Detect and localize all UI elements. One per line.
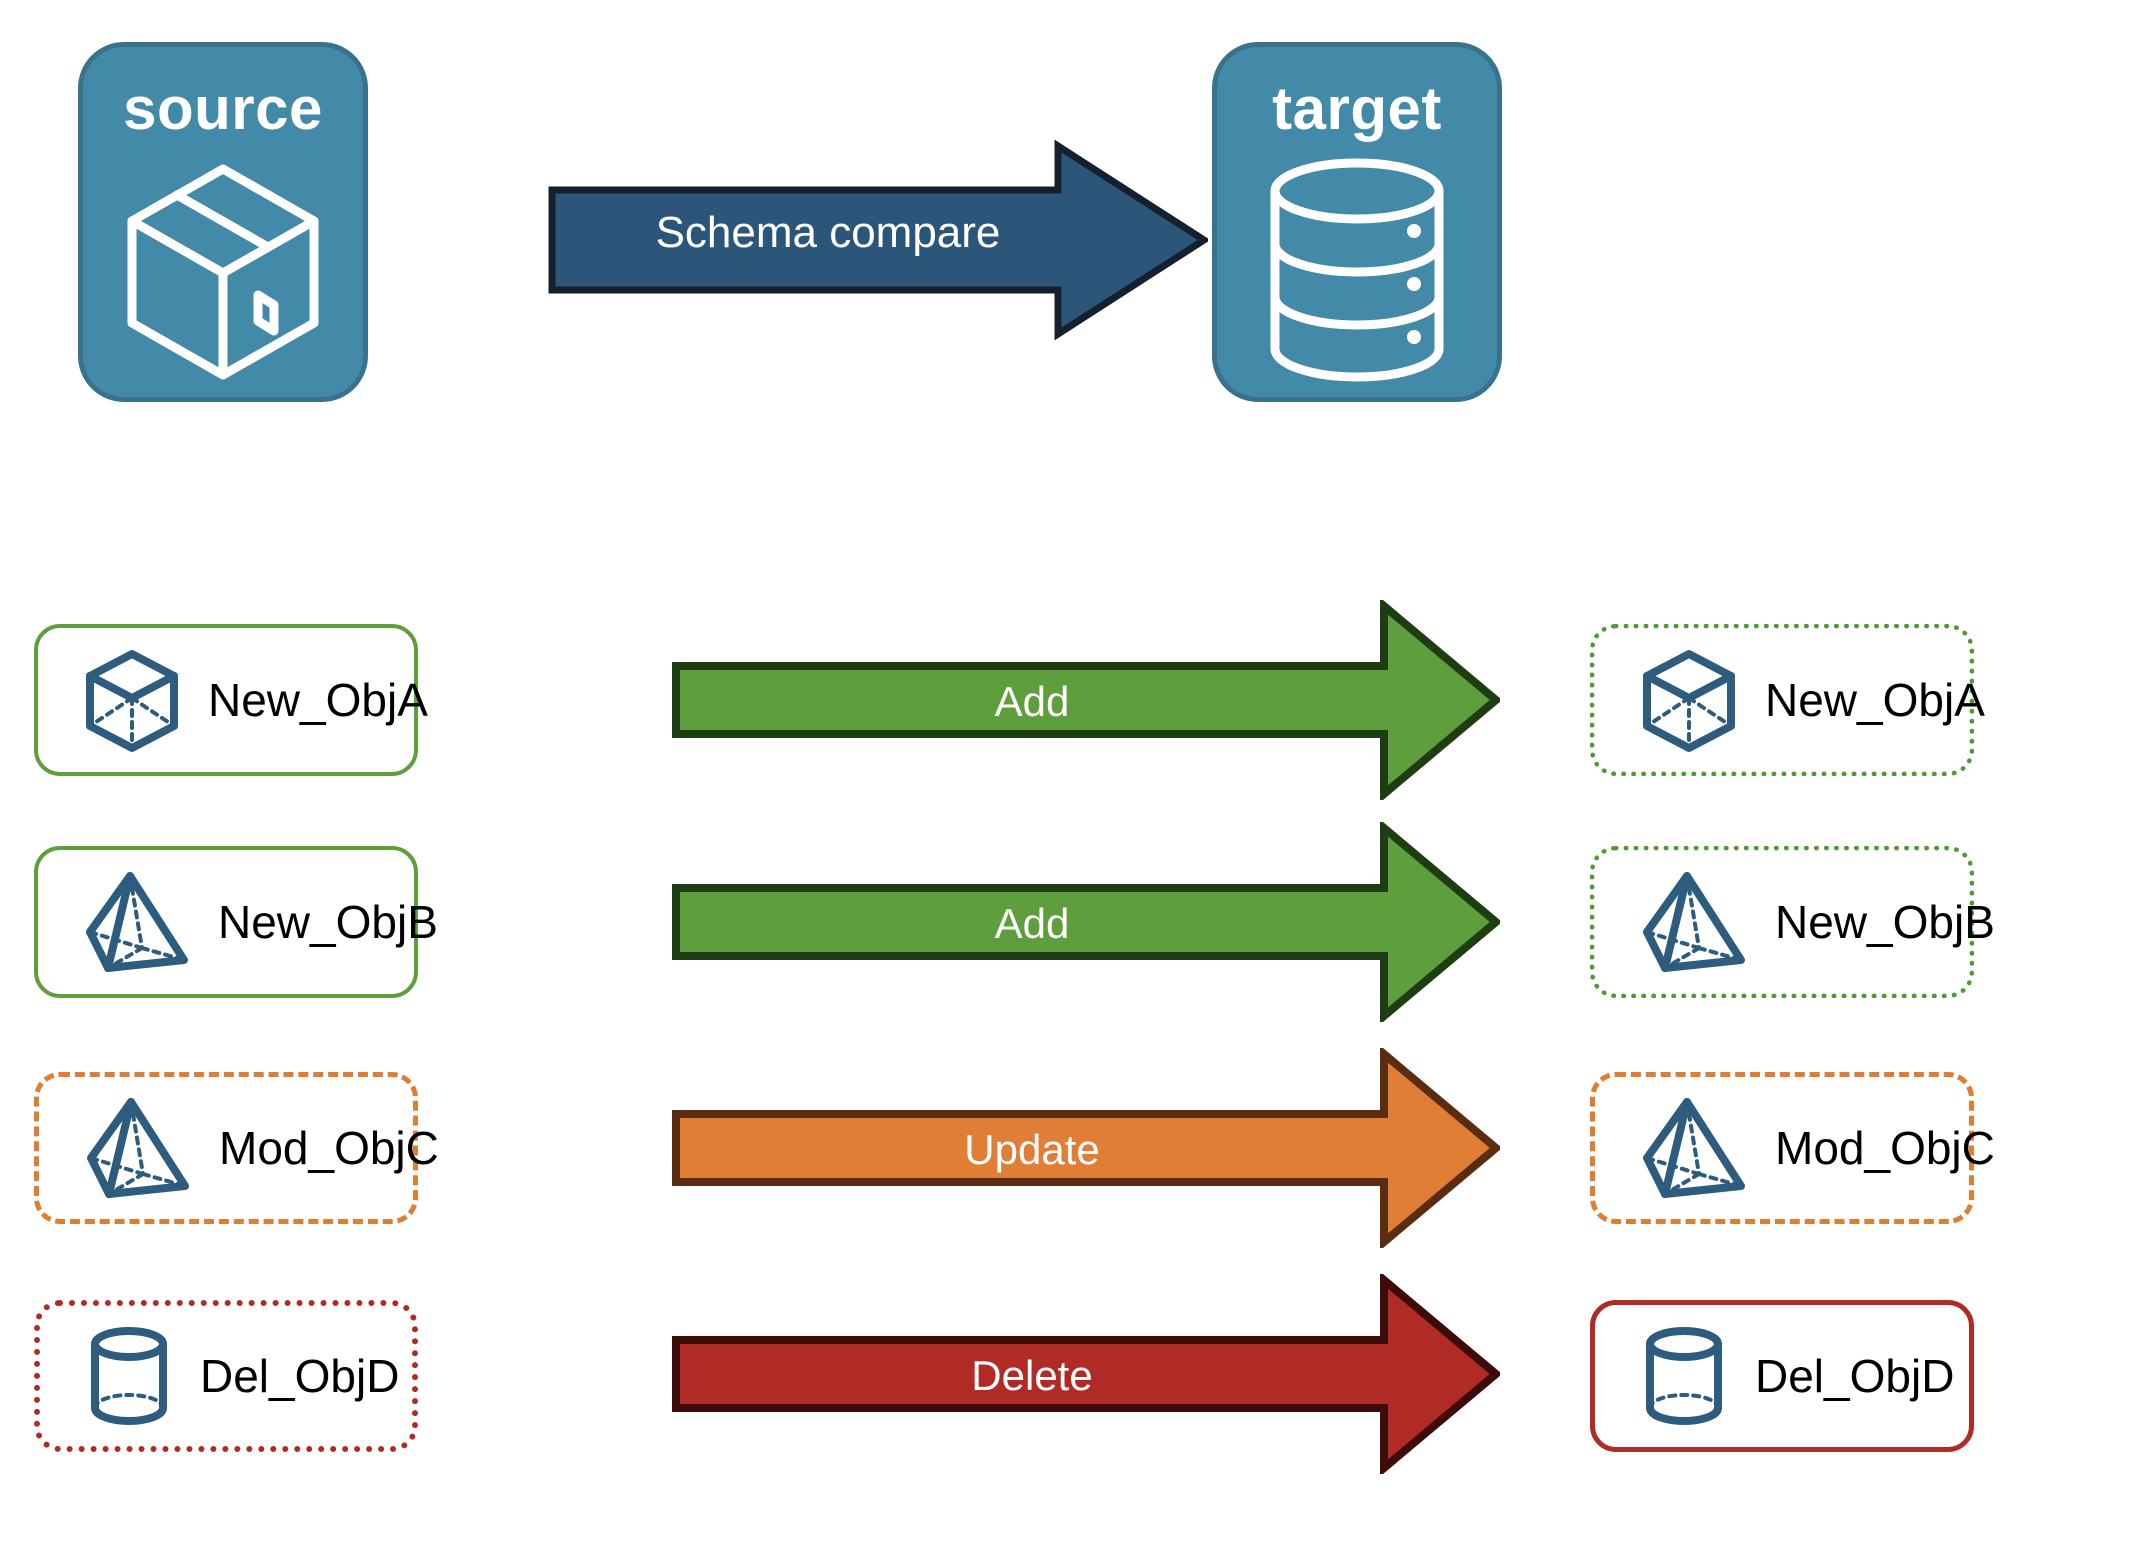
source-card-new-obja[interactable]: New_ObjA <box>34 624 428 776</box>
wireframe-pyramid-icon <box>84 870 190 974</box>
action-arrow-update-label: Update <box>964 1126 1100 1173</box>
database-cylinder-icon <box>1262 155 1452 390</box>
action-arrow-add-2-label: Add <box>994 900 1070 947</box>
action-arrow-add-1 <box>672 597 1503 803</box>
endpoint-target-title: target <box>1272 75 1442 142</box>
endpoint-source[interactable]: source <box>78 42 368 402</box>
target-card-new-obja[interactable]: New_ObjA <box>1590 624 1985 776</box>
target-card-mod-objc[interactable]: Mod_ObjC <box>1590 1072 1995 1224</box>
target-card-new-objb[interactable]: New_ObjB <box>1590 846 1995 998</box>
source-card-label: New_ObjA <box>208 674 428 726</box>
wireframe-cube-icon <box>1641 648 1737 752</box>
endpoint-target[interactable]: target <box>1212 42 1502 402</box>
target-card-label: New_ObjA <box>1765 674 1985 726</box>
source-card-mod-objc[interactable]: Mod_ObjC <box>34 1072 439 1224</box>
target-card-label: Del_ObjD <box>1755 1350 1955 1402</box>
action-arrow-delete <box>672 1271 1503 1477</box>
package-box-icon <box>118 155 328 390</box>
schema-compare-label: Schema compare <box>655 208 1001 257</box>
source-card-new-objb[interactable]: New_ObjB <box>34 846 438 998</box>
action-arrow-add-1-label: Add <box>994 678 1070 725</box>
source-card-label: Mod_ObjC <box>219 1122 439 1174</box>
schema-compare-arrow <box>548 139 1211 341</box>
action-arrow-add-2 <box>672 819 1503 1025</box>
target-card-label: Mod_ObjC <box>1775 1122 1995 1174</box>
wireframe-pyramid-icon <box>1641 870 1747 974</box>
wireframe-pyramid-icon <box>1641 1096 1747 1200</box>
action-arrow-update <box>672 1045 1503 1251</box>
source-card-del-objd[interactable]: Del_ObjD <box>34 1300 418 1452</box>
target-card-del-objd[interactable]: Del_ObjD <box>1590 1300 1974 1452</box>
wireframe-pyramid-icon <box>85 1096 191 1200</box>
wireframe-cylinder-icon <box>1641 1324 1727 1428</box>
source-card-label: Del_ObjD <box>200 1350 400 1402</box>
action-arrow-delete-label: Delete <box>971 1352 1093 1399</box>
endpoint-source-title: source <box>123 75 323 142</box>
target-card-label: New_ObjB <box>1775 896 1995 948</box>
source-card-label: New_ObjB <box>218 896 438 948</box>
wireframe-cylinder-icon <box>86 1324 172 1428</box>
wireframe-cube-icon <box>84 648 180 752</box>
